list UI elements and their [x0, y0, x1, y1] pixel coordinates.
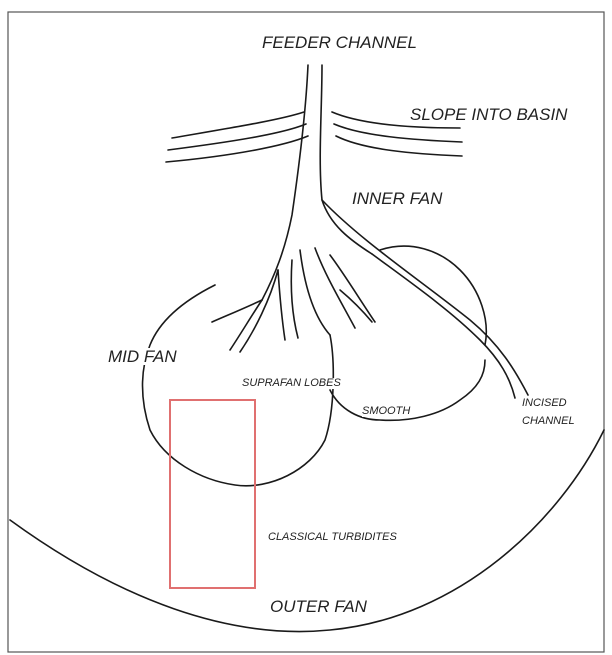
- slope-line-right-2: [334, 124, 462, 142]
- smooth-label: SMOOTH: [362, 406, 410, 417]
- suprafan-lobes-label: SUPRAFAN LOBES: [242, 378, 341, 389]
- distributary-7: [315, 248, 355, 328]
- incised-label: INCISED: [522, 398, 567, 409]
- channel-label: CHANNEL: [522, 416, 575, 427]
- distributary-8: [330, 255, 375, 322]
- feeder-channel-label: FEEDER CHANNEL: [262, 34, 417, 51]
- distributary-3: [240, 270, 278, 352]
- classical-turbidites-label: CLASSICAL TURBIDITES: [268, 532, 397, 543]
- slope-line-left-1: [172, 112, 304, 138]
- slope-line-right-3: [336, 136, 462, 156]
- distributary-9: [340, 290, 372, 322]
- inner-fan-label: INNER FAN: [352, 190, 442, 207]
- classical-turbidites-box: [170, 400, 255, 588]
- feeder-channel-left-bank: [262, 65, 308, 300]
- distributary-5: [291, 260, 298, 338]
- outer-fan-label: OUTER FAN: [270, 598, 367, 615]
- incised-channel-upper-bank: [322, 200, 528, 395]
- slope-into-basin-label: SLOPE INTO BASIN: [410, 106, 567, 123]
- mid-fan-label: MID FAN: [108, 348, 177, 365]
- distributary-6: [300, 250, 330, 335]
- incised-channel-lower-bank: [372, 254, 515, 398]
- slope-line-left-2: [168, 124, 306, 150]
- distributary-4: [278, 270, 285, 340]
- feeder-channel-right-bank: [320, 65, 372, 254]
